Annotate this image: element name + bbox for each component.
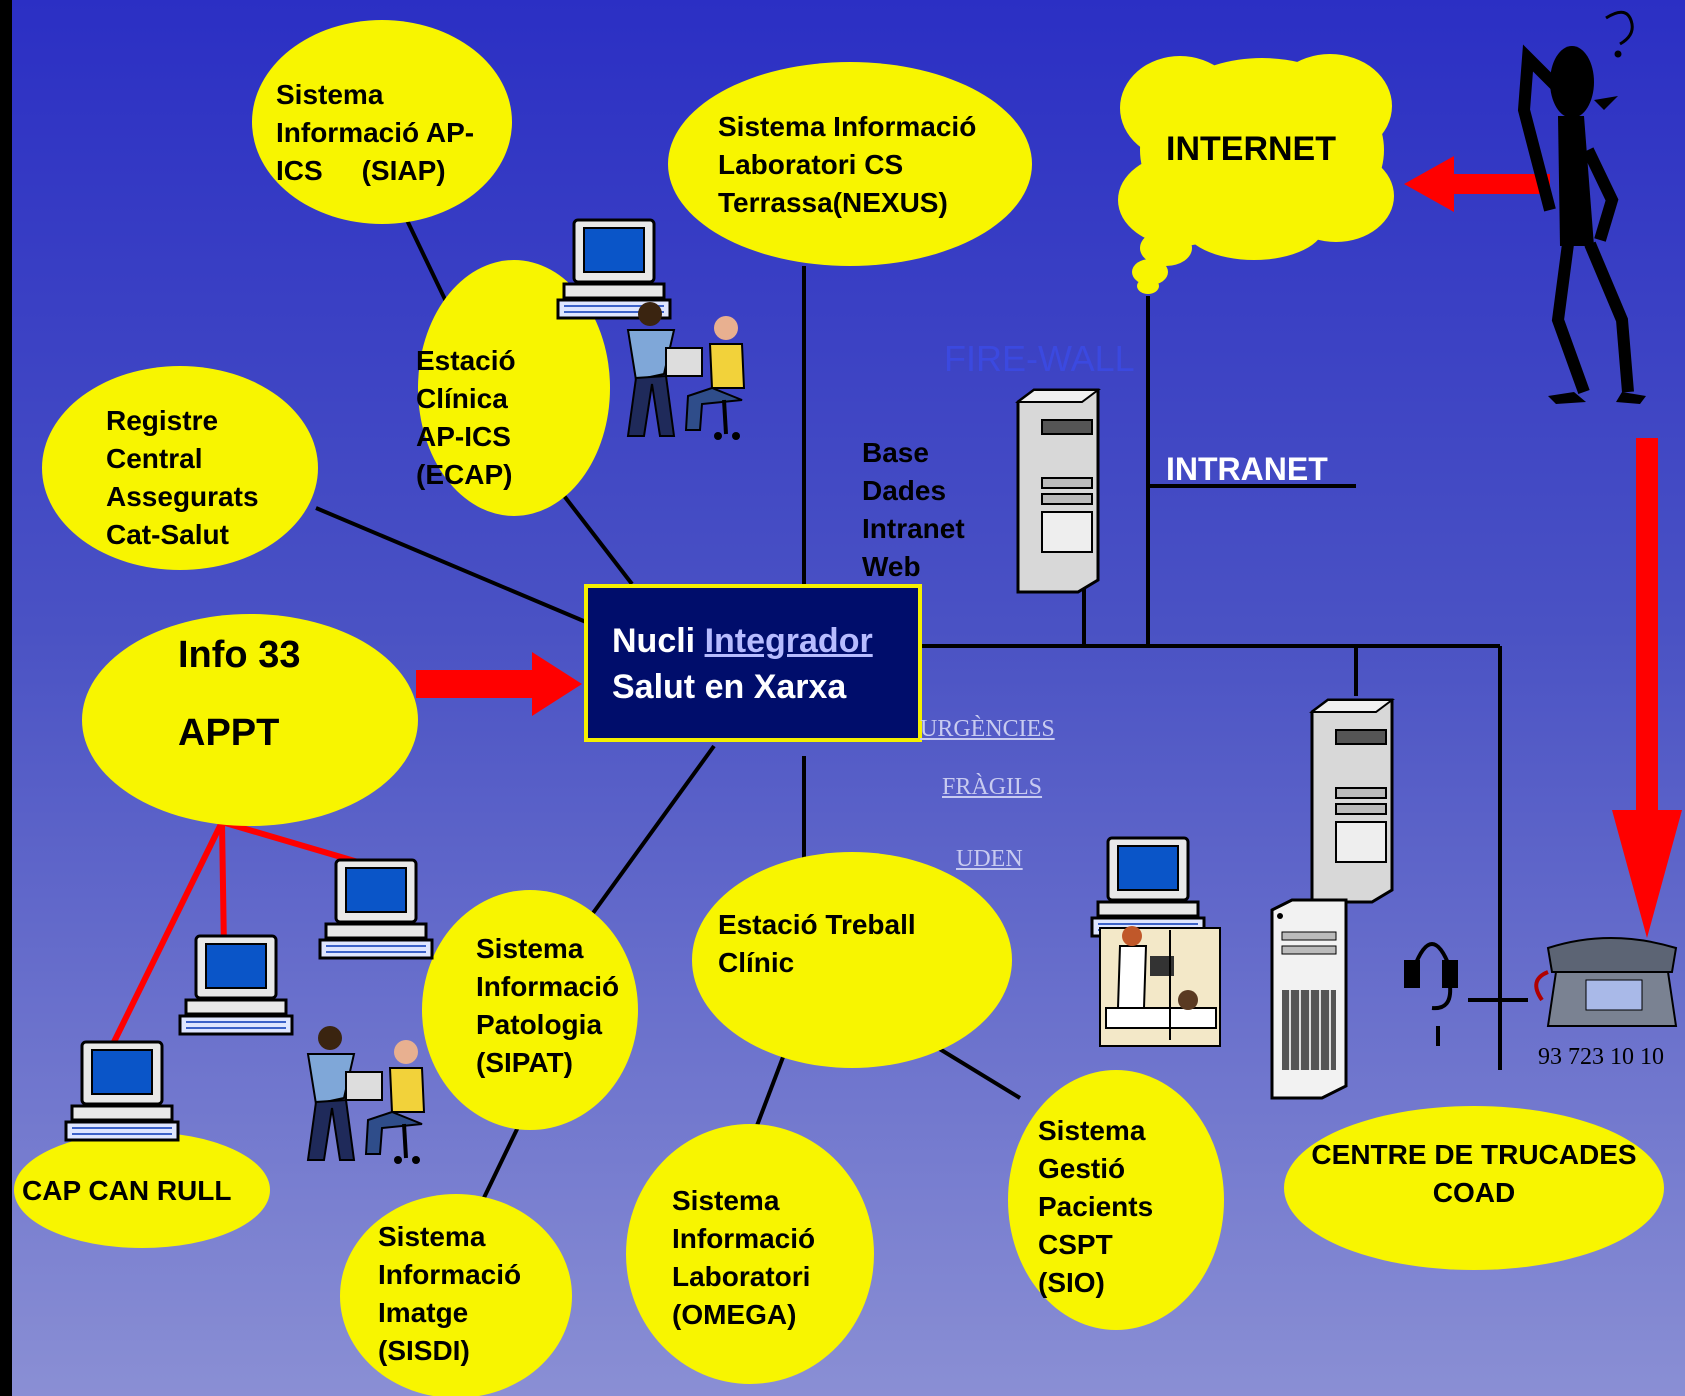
omega-label: Sistema Informació Laboratori (OMEGA) <box>672 1185 816 1330</box>
firewall-label: FIRE-WALL <box>944 338 1135 379</box>
computer-icon <box>318 858 434 960</box>
headset-icon <box>1404 942 1458 1046</box>
nucli-integrador-box: Nucli Integrador Salut en Xarxa <box>584 584 922 742</box>
telephone-icon <box>1534 937 1678 1027</box>
fragils-link[interactable]: FRÀGILS <box>942 774 1043 800</box>
estacio-treball-label: Estació Treball Clínic <box>718 909 916 978</box>
siap-label: Sistema Informació AP- ICS (SIAP) <box>276 79 475 186</box>
nucli-word: Nucli <box>612 622 696 660</box>
ecap-label: Estació Clínica AP-ICS (ECAP) <box>416 345 516 490</box>
computer-icon <box>64 1040 180 1142</box>
phone-number: 93 723 10 10 <box>1538 1044 1664 1070</box>
sisdi-label: Sistema Informació Imatge (SISDI) <box>378 1221 522 1366</box>
salut-en-xarxa-label: Salut en Xarxa <box>612 668 847 706</box>
integrador-link[interactable]: Integrador <box>704 622 873 660</box>
doctor-patient-icon <box>626 300 746 442</box>
base-dades-label: Base Dades Intranet Web <box>862 437 965 582</box>
centre-trucades-label: CENTRE DE TRUCADES COAD <box>1311 1139 1637 1208</box>
ellipses <box>14 20 1664 1396</box>
doctor-patient-icon <box>306 1024 426 1166</box>
info33-label: Info 33 <box>178 634 301 676</box>
sio-label: Sistema Gestió Pacients CSPT (SIO) <box>1038 1115 1154 1298</box>
red-network-lines <box>109 819 359 1048</box>
connection-lines <box>315 213 1528 1207</box>
cap-can-rull-label: CAP CAN RULL <box>22 1175 232 1206</box>
urgencies-link[interactable]: URGÈNCIES <box>920 716 1055 742</box>
tower-computer-icon <box>1270 898 1348 1100</box>
internet-cloud <box>1118 54 1394 294</box>
hospital-bed-icon <box>1099 926 1221 1047</box>
thinking-person-icon <box>1517 44 1646 404</box>
uden-link[interactable]: UDEN <box>956 846 1023 872</box>
sipat-label: Sistema Informació Patologia (SIPAT) <box>476 933 620 1078</box>
internet-label: INTERNET <box>1166 130 1336 168</box>
question-mark-icon <box>1605 10 1634 58</box>
red-arrows <box>416 156 1682 938</box>
computer-icon <box>1090 836 1206 938</box>
server-icon <box>1016 388 1100 594</box>
server-icon <box>1310 698 1394 904</box>
registre-label: Registre Central Assegurats Cat-Salut <box>106 405 259 550</box>
nexus-label: Sistema Informació Laboratori CS Terrass… <box>718 111 977 218</box>
intranet-label: INTRANET <box>1166 451 1328 487</box>
computer-icon <box>178 934 294 1036</box>
appt-label: APPT <box>178 712 280 754</box>
